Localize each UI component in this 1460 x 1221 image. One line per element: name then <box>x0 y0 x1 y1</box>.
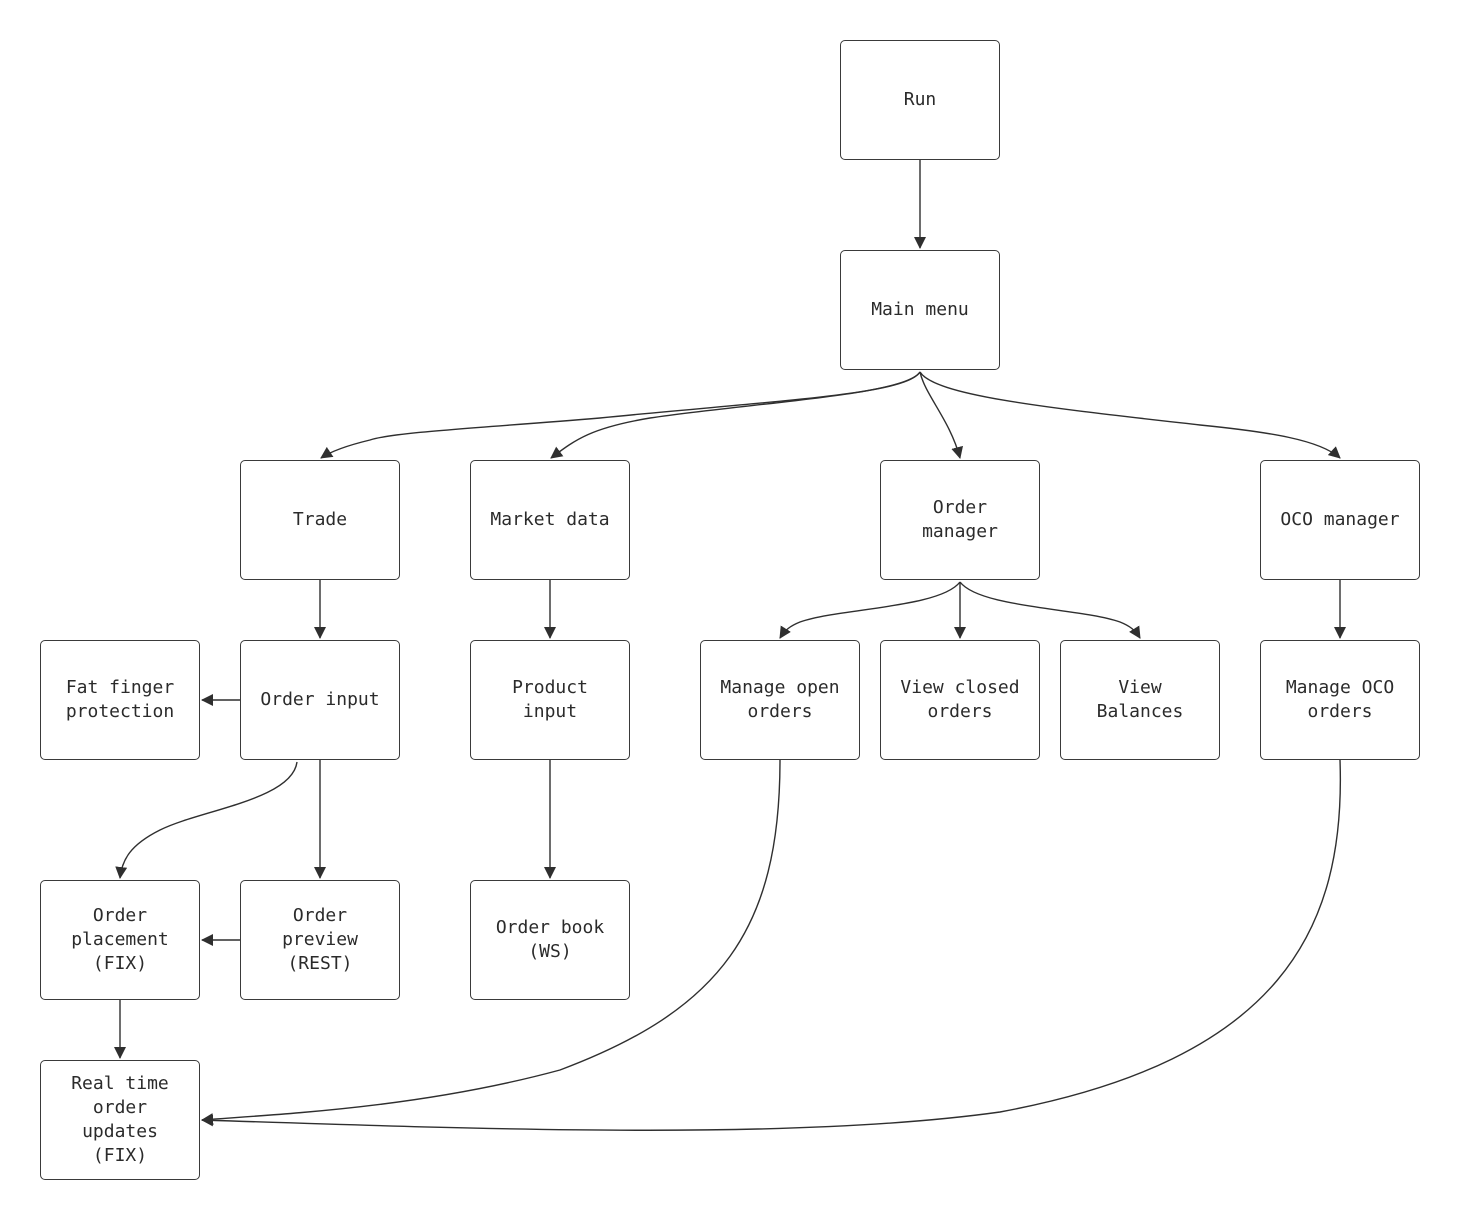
node-manage-oco-orders: Manage OCO orders <box>1260 640 1420 760</box>
node-order-placement: Order placement (FIX) <box>40 880 200 1000</box>
node-order-manager: Order manager <box>880 460 1040 580</box>
edge-main-menu-to-oco-manager <box>919 371 1341 459</box>
node-trade: Trade <box>240 460 400 580</box>
node-product-input: Product input <box>470 640 630 760</box>
edge-order-manager-to-view-balances <box>959 581 1141 639</box>
edge-main-menu-to-trade <box>320 371 921 459</box>
edge-main-menu-to-order-manager <box>919 371 963 459</box>
node-fat-finger-protection: Fat finger protection <box>40 640 200 760</box>
node-manage-open-orders: Manage open orders <box>700 640 860 760</box>
node-order-input: Order input <box>240 640 400 760</box>
node-real-time-order-updates: Real time order updates (FIX) <box>40 1060 200 1180</box>
node-run: Run <box>840 40 1000 160</box>
node-order-book: Order book (WS) <box>470 880 630 1000</box>
node-market-data: Market data <box>470 460 630 580</box>
node-main-menu: Main menu <box>840 250 1000 370</box>
node-oco-manager: OCO manager <box>1260 460 1420 580</box>
node-order-preview: Order preview (REST) <box>240 880 400 1000</box>
node-view-balances: View Balances <box>1060 640 1220 760</box>
edge-main-menu-to-market-data <box>550 371 921 459</box>
edge-order-manager-to-manage-open-orders <box>779 581 961 639</box>
edge-manage-open-orders-to-real-time-updates <box>201 759 781 1126</box>
node-view-closed-orders: View closed orders <box>880 640 1040 760</box>
edge-manage-oco-orders-to-real-time-updates <box>201 759 1342 1131</box>
edge-order-input-to-order-placement <box>115 761 298 879</box>
